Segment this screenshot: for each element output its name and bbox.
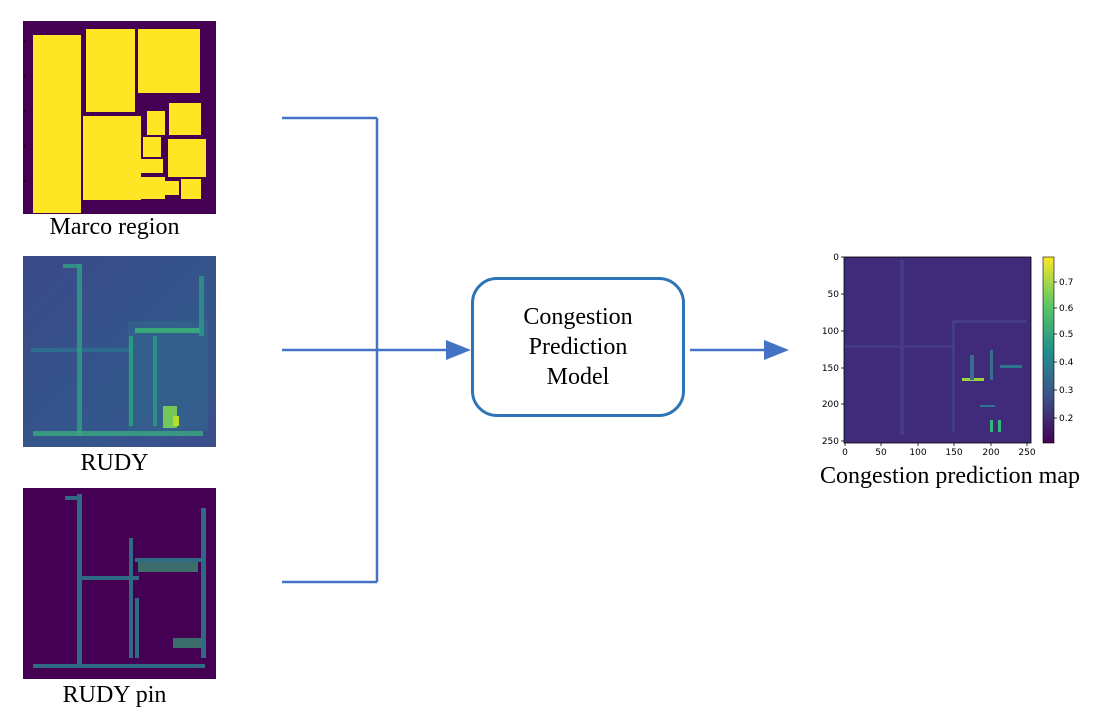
- rudy-pin-label: RUDY pin: [62, 682, 167, 708]
- x-tick-labels: 0 50 100 150 200 250: [842, 448, 1036, 458]
- y-tick-label: 200: [822, 400, 839, 410]
- y-tick-label: 50: [828, 290, 840, 300]
- prediction-features: [844, 260, 1027, 435]
- y-tick-label: 100: [822, 327, 839, 337]
- colorbar-tick-label: 0.2: [1059, 414, 1073, 424]
- rudy-pin-map: [23, 488, 216, 679]
- x-tick-label: 0: [842, 448, 848, 458]
- colorbar-tick-label: 0.7: [1059, 278, 1073, 288]
- rudy-label: RUDY: [80, 450, 149, 476]
- y-tick-label: 0: [833, 253, 839, 263]
- y-tick-labels: 0 50 100 150 200 250: [822, 253, 839, 447]
- colorbar-tick-label: 0.4: [1059, 358, 1074, 368]
- colorbar: [1042, 256, 1055, 444]
- x-tick-label: 50: [875, 448, 887, 458]
- colorbar-tick-labels: 0.7 0.6 0.5 0.4 0.3 0.2: [1059, 278, 1074, 424]
- x-axis-ticks: [844, 443, 1028, 446]
- model-line-3: Model: [546, 364, 610, 390]
- colorbar-tick-label: 0.3: [1059, 386, 1073, 396]
- congestion-prediction-model-box: Congestion Prediction Model: [471, 277, 685, 417]
- x-tick-label: 150: [945, 448, 962, 458]
- marco-region-label: Marco region: [49, 214, 180, 240]
- model-line-1: Congestion: [523, 304, 633, 330]
- x-tick-label: 200: [982, 448, 999, 458]
- congestion-prediction-plot: 0 50 100 150 200 250 0 50 100 150 200 25…: [822, 253, 1074, 458]
- prediction-heatmap: [844, 257, 1031, 443]
- y-tick-label: 150: [822, 364, 839, 374]
- colorbar-tick-label: 0.5: [1059, 330, 1073, 340]
- y-axis-ticks: [841, 256, 844, 442]
- congestion-prediction-map-label: Congestion prediction map: [820, 463, 1080, 489]
- colorbar-tick-label: 0.6: [1059, 304, 1074, 314]
- model-line-2: Prediction: [528, 334, 628, 360]
- x-tick-label: 100: [909, 448, 926, 458]
- rudy-map: [23, 256, 216, 447]
- marco-region-map: [23, 21, 216, 214]
- y-tick-label: 250: [822, 437, 839, 447]
- x-tick-label: 250: [1018, 448, 1035, 458]
- colorbar-ticks: [1054, 281, 1057, 419]
